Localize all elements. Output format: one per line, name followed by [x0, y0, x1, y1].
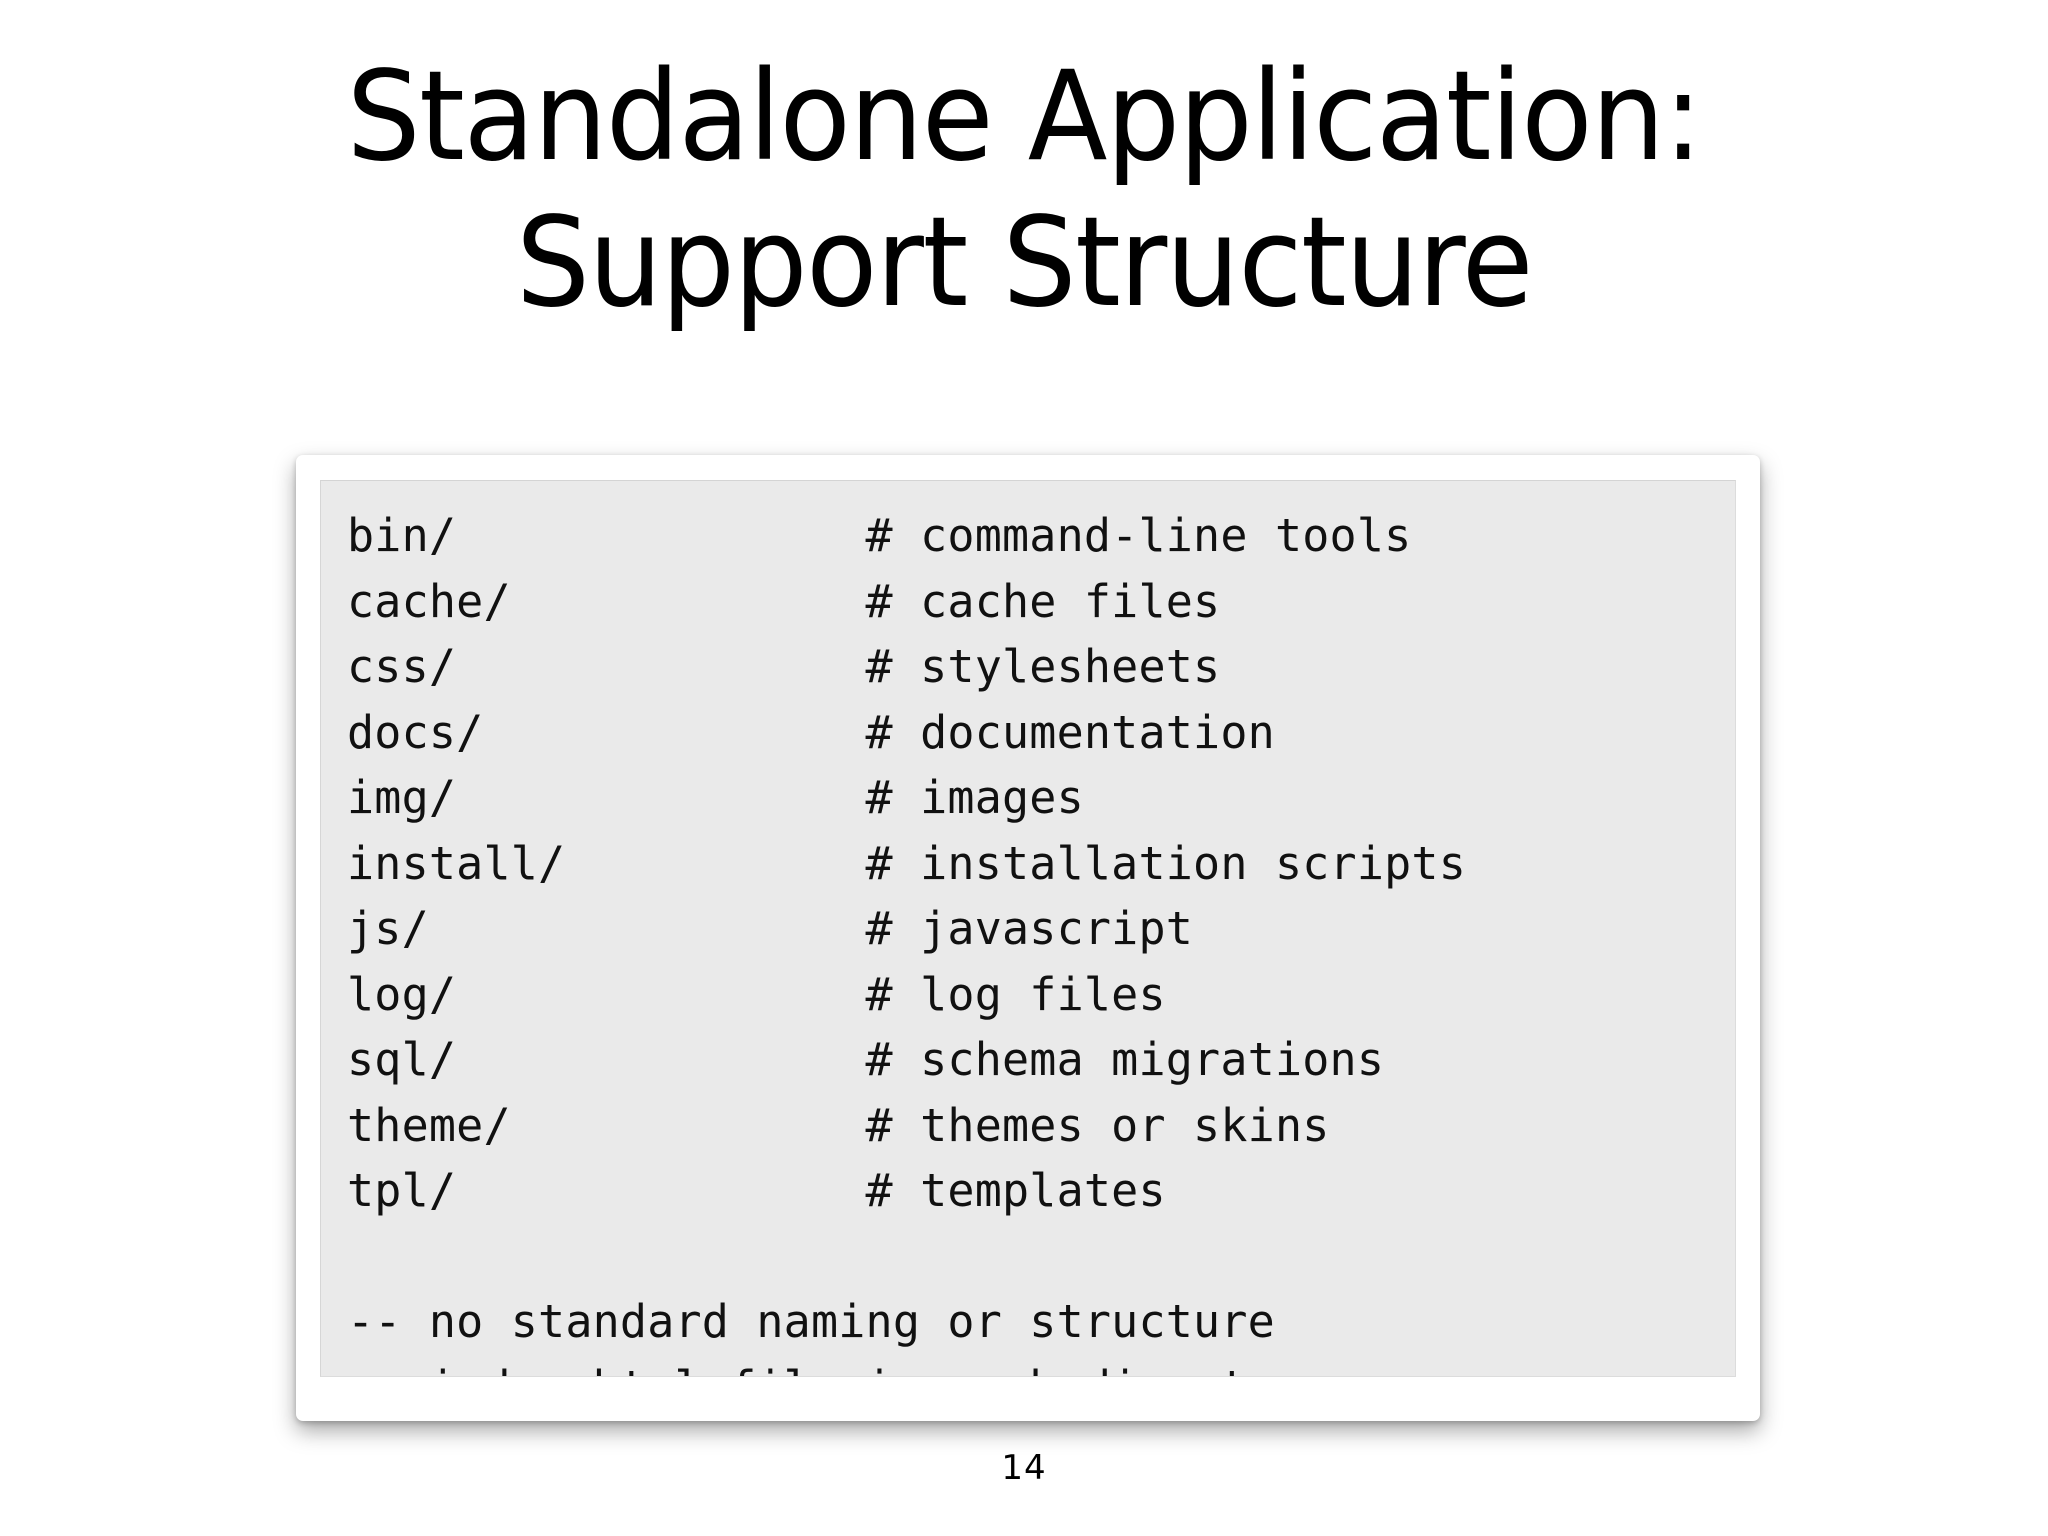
- page-number: 14: [1001, 1448, 1047, 1488]
- code-block-text: bin/ # command-line tools cache/ # cache…: [347, 509, 1466, 1376]
- page-title-line-1: Standalone Application:: [346, 45, 1703, 189]
- code-block-frame: bin/ # command-line tools cache/ # cache…: [296, 455, 1760, 1421]
- page-title-line-2: Support Structure: [515, 191, 1533, 335]
- code-block-panel: bin/ # command-line tools cache/ # cache…: [320, 480, 1736, 1377]
- slide-title: Standalone Application: Support Structur…: [0, 44, 2048, 336]
